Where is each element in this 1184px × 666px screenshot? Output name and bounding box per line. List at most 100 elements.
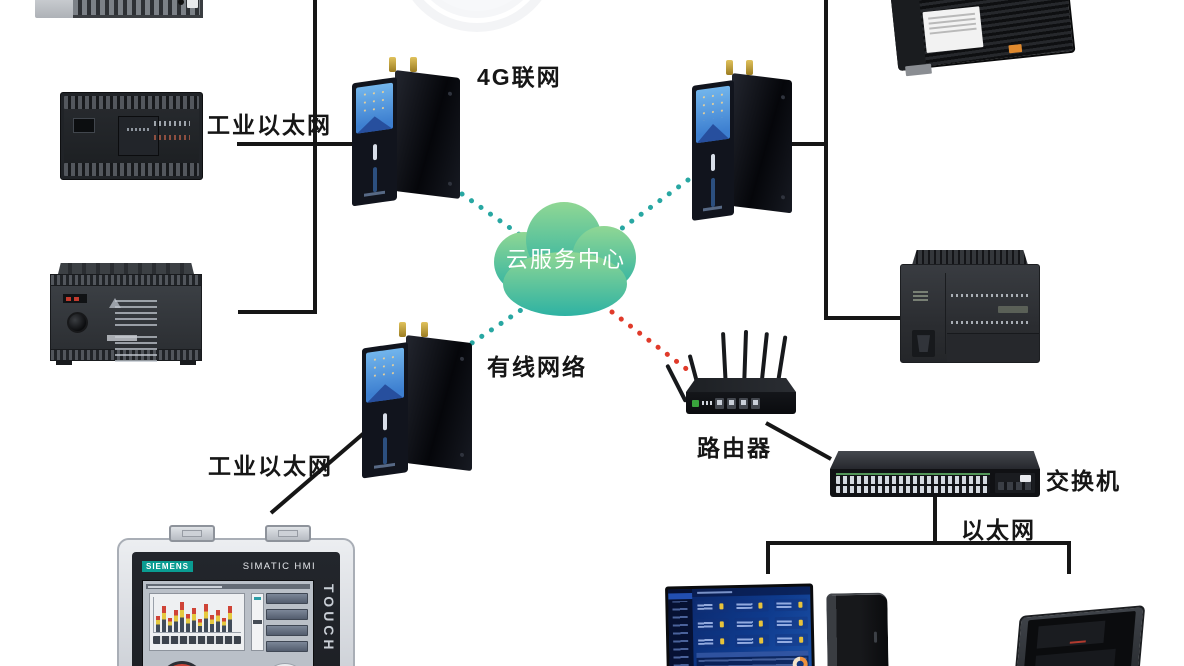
model-text-stripe: [711, 177, 716, 208]
bar: [174, 610, 178, 632]
bar: [204, 604, 208, 632]
gateway-side-face: [406, 335, 472, 472]
stat-cell: [734, 599, 769, 613]
router-front-face: [686, 392, 796, 414]
led-grid: [701, 91, 725, 121]
brand-text-stripe: [374, 462, 396, 469]
db9-serial-port: [912, 330, 936, 358]
gateway-body: [362, 335, 472, 479]
dashboard-sidebar: [668, 588, 695, 666]
plc-cpu-cover: [118, 116, 159, 156]
plc-round-port: [67, 312, 88, 334]
label-industrial-ethernet-bottom: 工业以太网: [208, 453, 333, 479]
link-router-switch: [765, 421, 832, 461]
ethernet-switch: [830, 451, 1040, 500]
wireless-router: [665, 329, 798, 426]
plc-led-row: [153, 120, 190, 126]
plc-terminal-row-bottom: [64, 163, 199, 176]
cellular-gateway-1: [352, 57, 460, 207]
plc-front-panel: [900, 264, 1040, 363]
bus-line-left-vertical: [313, 0, 317, 314]
plc-heat-fins: [912, 250, 1028, 265]
gateway-front-face: [352, 77, 398, 207]
switch-port-row: [836, 485, 990, 493]
model-text-stripe: [372, 167, 377, 193]
label-4g-network: 4G联网: [477, 64, 562, 90]
dashboard-stat-band: [696, 633, 809, 649]
plc-status-leds: [63, 294, 87, 303]
plc-omron: [888, 0, 1076, 77]
hmi-bar-chart: [153, 597, 241, 633]
label-ethernet: 以太网: [961, 517, 1036, 543]
hmi-menu-buttons: [266, 593, 308, 652]
bar: [162, 606, 166, 632]
simatic-hmi-label: SIMATIC HMI: [242, 560, 316, 572]
dashboard-donut-chart: [792, 657, 808, 666]
plc-status-leds: [913, 290, 929, 302]
plc-led-row-2: [153, 134, 190, 140]
hmi-screen: 80075 ON: [142, 580, 314, 666]
label-switch: 交换机: [1046, 468, 1121, 494]
stat-cell: [695, 600, 729, 614]
plc-display: [73, 118, 95, 133]
siemens-logo: SIEMENS: [142, 560, 194, 572]
plc-front-panel: [50, 286, 202, 362]
monitor-screen: [668, 586, 812, 666]
cloud-label: 云服务中心: [505, 247, 626, 272]
plc-s7-200: [900, 250, 1040, 363]
gateway-led-panel: [696, 85, 730, 144]
pc-tower: [826, 592, 889, 666]
gateway-led-panel: [366, 347, 405, 403]
gateway-front-face: [692, 80, 734, 221]
touch-side-label: TOUCH: [321, 584, 337, 654]
switch-port-row: [836, 476, 990, 484]
bar: [198, 619, 202, 632]
ethernet-port: [751, 397, 760, 409]
led-grid: [372, 353, 399, 382]
link-delta-plc: [238, 310, 317, 314]
switch-sfp-block: [995, 473, 1035, 493]
sim-slot: [383, 412, 388, 431]
bar: [216, 610, 220, 632]
label-router: 路由器: [697, 435, 772, 461]
plc-model-label: [997, 305, 1028, 313]
router-logo: [692, 399, 699, 407]
hmi-menu-button: [266, 625, 308, 636]
plc-controller: [60, 92, 203, 180]
stat-cell: [695, 618, 730, 632]
antenna-connector: [746, 60, 753, 75]
cloud-service-center: 云服务中心: [490, 200, 642, 318]
hmi-analog-gauge: [159, 661, 205, 666]
bar: [180, 602, 184, 632]
plc-terminal-strip-endcap: [35, 0, 73, 18]
bus-line-right-vertical: [824, 0, 828, 320]
sim-slot: [711, 153, 716, 172]
antenna-connector: [726, 60, 733, 75]
plc-terminal-row-top: [50, 274, 202, 286]
antenna-connector: [410, 57, 418, 72]
plc-io-label-row: [950, 294, 1031, 298]
dashboard-stat-band: [695, 616, 809, 632]
plc-io-led-column: [115, 300, 157, 326]
gateway-body: [692, 73, 792, 221]
hmi-header: SIEMENS SIMATIC HMI: [142, 558, 316, 574]
plc-terminal-row-top: [64, 96, 199, 109]
hmi-menu-button: [266, 641, 308, 652]
case-hinge: [169, 525, 215, 542]
label-industrial-ethernet-top: 工业以太网: [207, 112, 332, 138]
gateway-side-face: [732, 73, 792, 214]
cloud-shape: [494, 202, 636, 316]
plc-io-label-row-2: [950, 321, 1031, 325]
antenna-connector: [421, 322, 429, 337]
gateway-front-face: [362, 342, 409, 479]
hmi-menu-button: [266, 593, 308, 604]
plc-panel-divider: [945, 272, 947, 355]
gateway-body: [352, 70, 460, 207]
din-clip-orange-2: [1008, 44, 1022, 54]
hmi-touch-panel: SIEMENS SIMATIC HMI: [117, 525, 355, 666]
switch-port-field: [836, 473, 990, 493]
sim-slot: [372, 143, 377, 161]
industrial-tablet: [1012, 605, 1146, 666]
plc-delta: [50, 263, 202, 365]
